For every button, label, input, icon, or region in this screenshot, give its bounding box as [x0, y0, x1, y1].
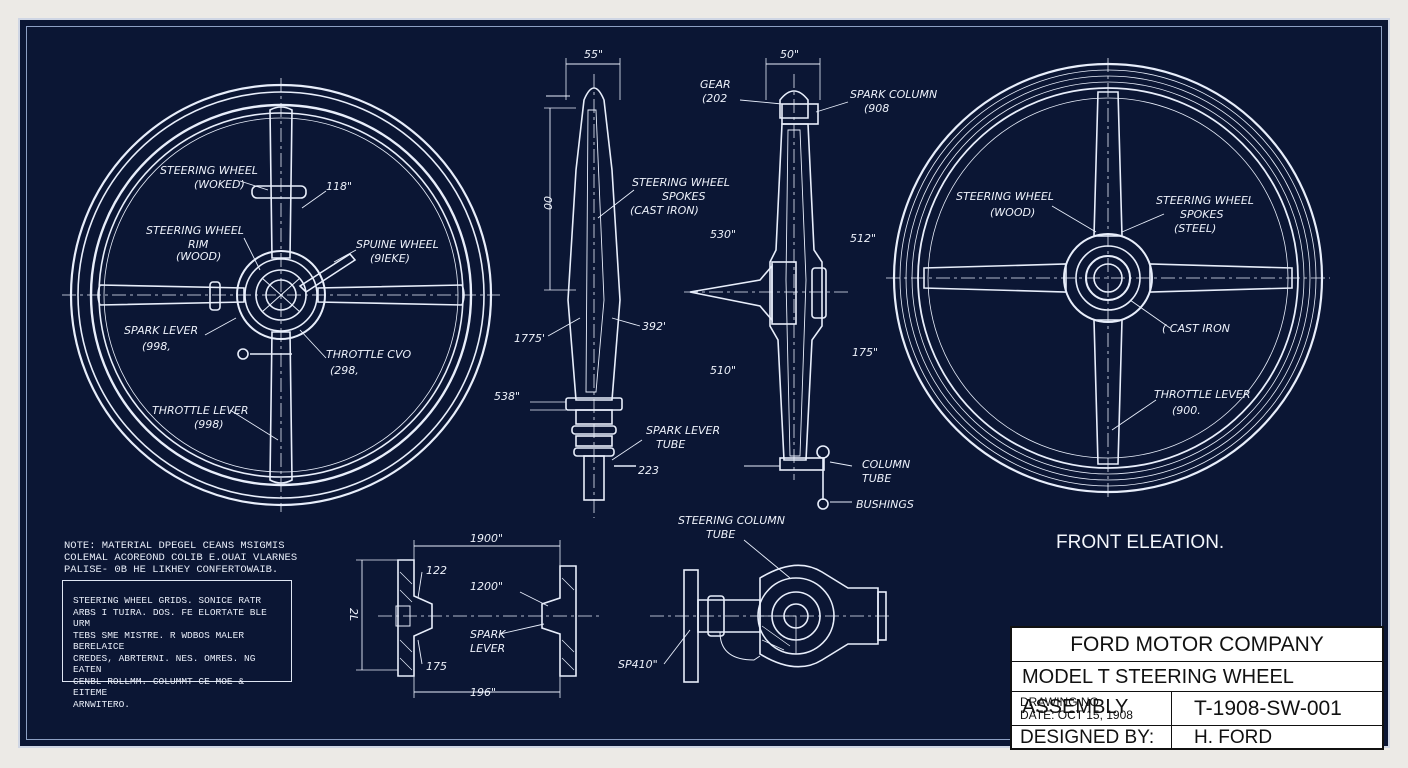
drawing-no-label: DRAWING NO:: [1020, 695, 1103, 709]
label-spark-column-sub: (908: [864, 102, 889, 115]
dim-50: 50": [780, 48, 799, 61]
label-rim-3: (WOOD): [176, 250, 221, 263]
label-throttle-front-sub: (900.: [1172, 404, 1201, 417]
blueprint-sheet: [18, 18, 1390, 748]
dim-538: 538": [494, 390, 520, 403]
notes-line: NOTE: MATERIAL DPEGEL CEANS MSIGMIS: [64, 540, 285, 552]
label-throttle-cvo-sub: (298,: [330, 364, 359, 377]
dim-sp410: SP410": [618, 658, 658, 671]
label-throttle-lever: THROTTLE LEVER: [152, 404, 249, 417]
dim-2l: 2L: [347, 608, 360, 621]
drawing-info-labels: DRAWING NO: DATE: OCT 15, 1908: [1012, 692, 1172, 725]
label-column: COLUMN: [862, 458, 910, 471]
wheel-top-view: [62, 78, 500, 512]
dim-510: 510": [710, 364, 736, 377]
label-spokes-front-3: (STEEL): [1174, 222, 1216, 235]
label-spokes-front: STEERING WHEEL: [1156, 194, 1254, 207]
label-gear-sub: (202: [702, 92, 727, 105]
label-spokes-3: (CAST IRON): [630, 204, 699, 217]
assembly-title: MODEL T STEERING WHEEL ASSEMBLY: [1012, 662, 1382, 718]
label-column-tube: TUBE: [862, 472, 891, 485]
dim-1775: 1775': [514, 332, 545, 345]
label-throttle-cvo: THROTTLE CVO: [326, 348, 412, 361]
label-wheel-top-material: (WOKED): [194, 178, 245, 191]
label-bushings: BUSHINGS: [856, 498, 914, 511]
drawing-number: T-1908-SW-001: [1194, 697, 1342, 720]
label-rim: STEERING WHEEL: [146, 224, 244, 237]
dim-175: 175": [852, 346, 878, 359]
spec-line: CENBL ROLLMM. COLUMMT CE MOE & EITEME: [73, 675, 245, 699]
dim-vertical: 00: [541, 196, 554, 210]
label-spark-column: SPARK COLUMN: [850, 88, 937, 101]
label-spokes-front-2: SPOKES: [1180, 208, 1223, 221]
specification-box: STEERING WHEEL GRIDS. SONICE RATR ARBS I…: [62, 580, 292, 710]
dim-175-b: 175: [426, 660, 447, 673]
designer-row: DESIGNED BY: H. FORD: [1012, 726, 1382, 750]
column-tube-detail: [650, 539, 890, 683]
label-spokes: STEERING WHEEL: [632, 176, 730, 189]
label-spark-b: SPARK: [470, 628, 506, 641]
dim-223: 223: [638, 464, 659, 477]
label-steering-column: STEERING COLUMN: [678, 514, 785, 527]
dim-392: 392': [642, 320, 666, 333]
wheel-front-view: [886, 58, 1330, 500]
label-spokes-2: SPOKES: [662, 190, 705, 203]
dim-196: 196": [470, 686, 496, 699]
label-wheel-top: STEERING WHEEL: [160, 164, 258, 177]
column-side-view-1: [530, 58, 643, 518]
spec-line: STEERING WHEEL GRIDS. SONICE RATR: [73, 595, 262, 606]
dim-1900: 1900": [470, 532, 503, 545]
label-spuine-wheel: SPUINE WHEEL: [356, 238, 439, 251]
label-tube: TUBE: [656, 438, 685, 451]
label-gear: GEAR: [700, 78, 731, 91]
label-lever-b: LEVER: [470, 642, 505, 655]
dim-118: 118": [326, 180, 352, 193]
title-block: FORD MOTOR COMPANY MODEL T STEERING WHEE…: [1010, 626, 1384, 750]
sheet-border: [26, 26, 1382, 740]
label-spark-lever-sub: (998,: [142, 340, 171, 353]
dim-55: 55": [584, 48, 603, 61]
dim-1200: 1200": [470, 580, 503, 593]
label-spark-lever: SPARK LEVER: [124, 324, 198, 337]
label-steering-column-tube: TUBE: [706, 528, 735, 541]
front-elevation-title: FRONT ELEATION.: [1056, 532, 1225, 553]
label-spark-lever-2: SPARK LEVER: [646, 424, 720, 437]
material-notes: NOTE: MATERIAL DPEGEL CEANS MSIGMIS COLE…: [64, 540, 304, 576]
dim-512: 512": [850, 232, 876, 245]
company-name: FORD MOTOR COMPANY: [1012, 628, 1382, 662]
designer-name: H. FORD: [1194, 727, 1273, 748]
label-rim-2: RIM: [188, 238, 209, 251]
dim-530: 530": [710, 228, 736, 241]
spec-line: ARBS I TUIRA. DOS. FE ELORTATE BLE URM: [73, 606, 267, 630]
spec-line: ARNWITERO.: [73, 698, 131, 710]
label-wheel-front-sub: (WOOD): [990, 206, 1035, 219]
hub-section-detail: [356, 540, 600, 698]
spec-line: TEBS SME MISTRE. R WDBOS MALER BERELAICE: [73, 629, 245, 653]
date-label: DATE: OCT 15, 1908: [1020, 708, 1133, 722]
drawing-info-row: DRAWING NO: DATE: OCT 15, 1908 T-1908-SW…: [1012, 692, 1382, 726]
label-spuine-wheel-sub: (9IEKE): [370, 252, 410, 265]
designed-by-label: DESIGNED BY:: [1012, 726, 1172, 750]
dim-122: 122: [426, 564, 447, 577]
notes-line: PALISE- 0B HE LIKHEY CONFERTOWAIB.: [64, 564, 279, 576]
label-throttle-lever-sub: (998): [194, 418, 224, 431]
label-wheel-front: STEERING WHEEL: [956, 190, 1054, 203]
spec-line: CREDES, ABRTERNI. NES. OMRES. NG EATEN: [73, 652, 256, 676]
label-throttle-front: THROTTLE LEVER: [1154, 388, 1251, 401]
column-side-view-2: [684, 58, 853, 510]
notes-line: COLEMAL ACOREOND COLIB E.OUAI VLARNES: [64, 552, 298, 564]
label-cast-iron: ( CAST IRON: [1162, 322, 1230, 335]
